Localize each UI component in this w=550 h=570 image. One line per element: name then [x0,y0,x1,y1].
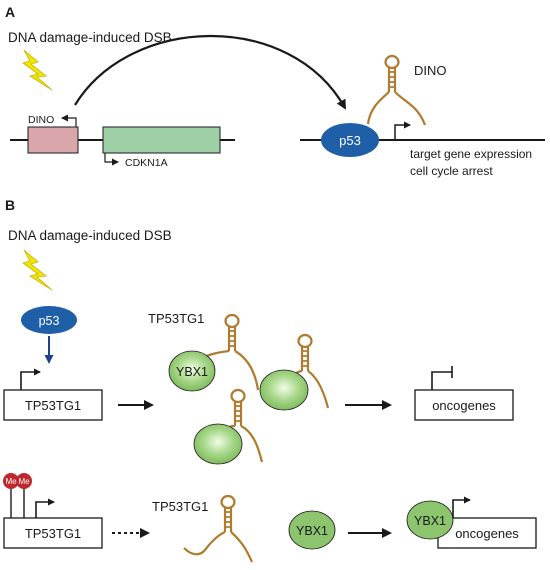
p53-label-b: p53 [39,314,60,328]
dino-rna [366,54,427,126]
methylation-marks [3,473,32,518]
tss-arrow-b-bottom [35,498,55,518]
panel-b-trigger-text: DNA damage-induced DSB [8,228,172,243]
repression-symbol [431,366,453,390]
dino-gene-box [27,126,79,154]
tp53tg1-gene-box-top [3,389,103,421]
ybx1-free-protein [288,510,336,550]
panel-a-trigger-text: DNA damage-induced DSB [8,30,172,45]
p53-protein-b [21,306,77,334]
panel-a-label: A [5,4,15,20]
tp53tg1-rna-label-top: TP53TG1 [148,311,204,326]
ybx1-label-top: YBX1 [176,365,208,379]
oncogenes-box-top [414,389,514,421]
lightning-bolt-icon [22,49,53,91]
tp53tg1-gene-box-bottom [3,517,103,549]
curved-arrow [74,34,346,110]
free-tp53tg1-rna [183,494,254,563]
oncogenes-label-top: oncogenes [432,398,496,413]
dino-rna-label: DINO [414,63,447,78]
cdkn1a-promoter-arrow [104,153,119,166]
oncogenes-box-bottom [437,517,537,549]
tss-arrow-a [394,121,411,140]
cdkn1a-gene-label: CDKN1A [125,157,168,169]
methyl-label-2: Me [18,477,30,486]
p53-protein-a [321,123,379,157]
rna-ybx1-complex-1 [168,313,260,392]
tp53tg1-gene-label-top: TP53TG1 [25,398,81,413]
tss-arrow-active [452,496,471,518]
outcome-line-1: target gene expression [410,147,532,161]
oncogenes-label-bottom: oncogenes [455,526,519,541]
lightning-bolt-icon-b [22,249,53,291]
ybx1-bound-label: YBX1 [414,514,446,528]
tp53tg1-gene-label-bottom: TP53TG1 [25,526,81,541]
tss-arrow-b-top [20,368,41,390]
ybx1-bound-protein [406,500,454,540]
rna-ybx1-complex-3 [193,388,264,465]
panel-b-label: B [5,197,15,213]
ybx1-free-label: YBX1 [296,524,328,538]
tp53tg1-rna-label-bottom: TP53TG1 [152,499,208,514]
p53-label-a: p53 [339,133,361,148]
cdkn1a-gene-box [102,126,221,154]
outcome-line-2: cell cycle arrest [410,164,493,178]
rna-ybx1-complex-2 [259,333,330,411]
methyl-label-1: Me [5,477,17,486]
dino-promoter-arrow [61,114,77,127]
dino-gene-label: DINO [28,114,54,126]
